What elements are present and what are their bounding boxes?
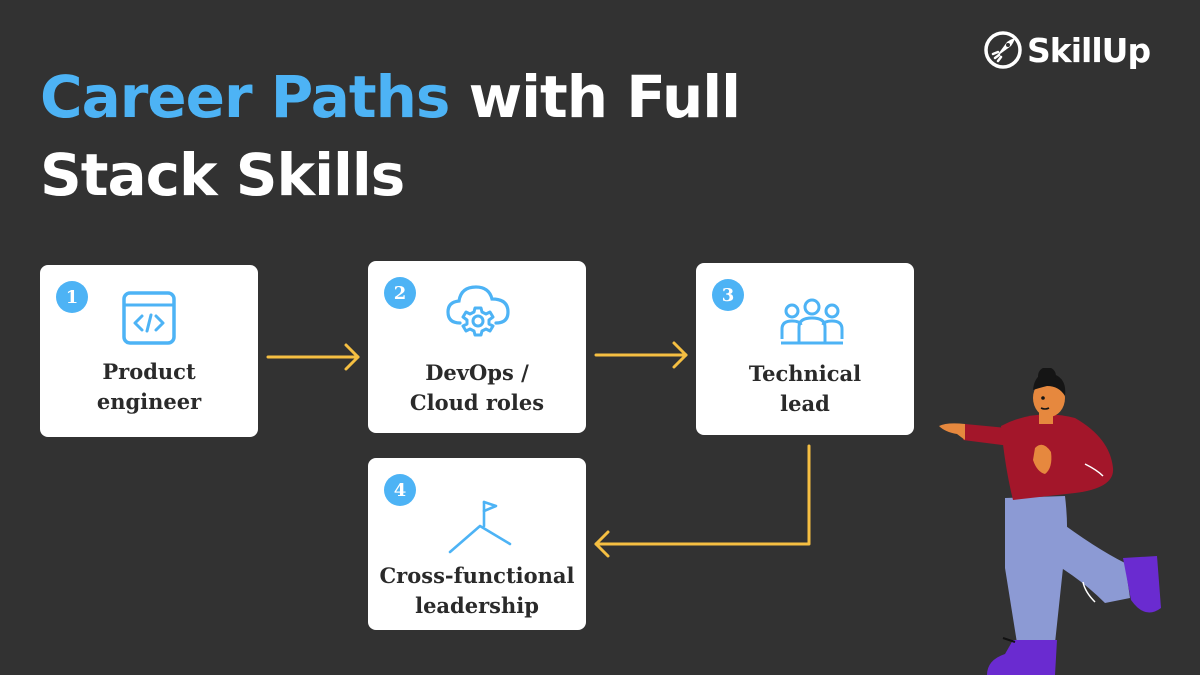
skillup-logo: SkillUp: [983, 28, 1151, 72]
step-card-technical-lead: 3 Technical lead: [696, 263, 914, 435]
step-card-product-engineer: 1 Product engineer: [40, 265, 258, 437]
logo-text: SkillUp: [1027, 30, 1151, 70]
step-number-badge: 4: [384, 474, 416, 506]
step-label-line1: Cross-functional: [379, 563, 575, 588]
step-label: DevOps / Cloud roles: [368, 358, 586, 418]
rocket-icon: [984, 31, 1022, 69]
step-number-badge: 1: [56, 281, 88, 313]
step-card-cross-functional-leadership: 4 Cross-functional leadership: [368, 458, 586, 630]
flag-summit-icon: [448, 500, 512, 554]
person-illustration: [939, 368, 1161, 675]
step-label-line2: Cloud roles: [409, 390, 545, 415]
step-card-devops-cloud: 2 DevOps / Cloud roles: [368, 261, 586, 433]
step-label-line1: DevOps /: [425, 360, 529, 385]
step-label: Cross-functional leadership: [368, 561, 586, 621]
step-label: Product engineer: [40, 357, 258, 417]
step-label-line2: leadership: [415, 593, 539, 618]
step-number-badge: 3: [712, 279, 744, 311]
team-icon: [780, 298, 844, 345]
step-label-line1: Product: [102, 359, 196, 384]
step-label-line2: lead: [780, 391, 830, 416]
step-label: Technical lead: [696, 359, 914, 419]
code-window-icon: [122, 291, 176, 345]
step-label-line1: Technical: [748, 361, 862, 386]
step-number-badge: 2: [384, 277, 416, 309]
title-highlight: Career Paths: [40, 63, 450, 131]
arrow-2-to-3: [594, 341, 688, 369]
title-line1-rest: with Full: [449, 63, 741, 131]
arrow-3-to-4: [594, 444, 811, 558]
arrow-1-to-2: [266, 343, 360, 371]
cloud-gear-icon: [446, 285, 510, 337]
title-line2: Stack Skills: [40, 141, 405, 209]
step-label-line2: engineer: [96, 389, 202, 414]
